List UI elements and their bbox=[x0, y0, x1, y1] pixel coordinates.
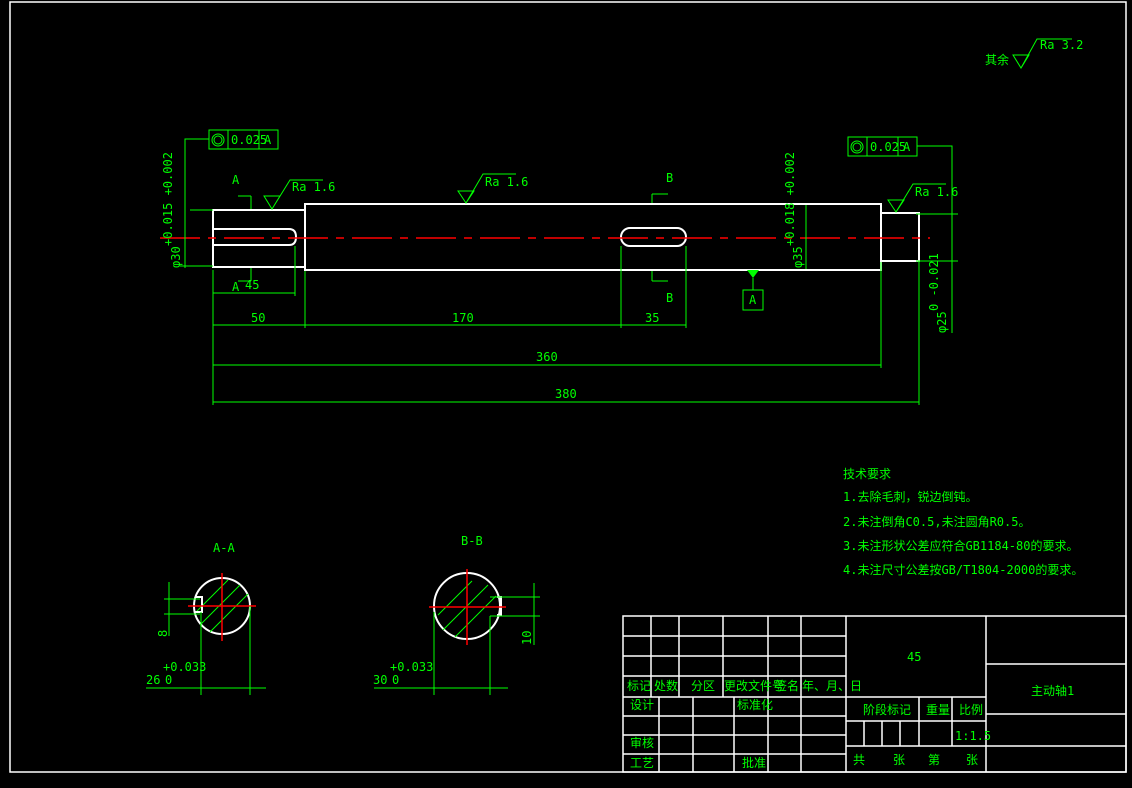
svg-text:50: 50 bbox=[251, 311, 265, 325]
svg-text:签名: 签名 bbox=[775, 678, 799, 693]
svg-text:0.025: 0.025 bbox=[231, 133, 267, 147]
dimensions: 45 50 170 35 360 380 φ30+0.015 +0.002 φ3… bbox=[161, 152, 958, 405]
keyway-b bbox=[620, 227, 687, 247]
svg-text:0.025: 0.025 bbox=[870, 140, 906, 154]
svg-text:年、月、日: 年、月、日 bbox=[802, 679, 862, 693]
svg-text:B: B bbox=[666, 291, 673, 305]
svg-text:标准化: 标准化 bbox=[737, 698, 773, 712]
svg-text:+0.033: +0.033 bbox=[163, 660, 206, 674]
right-journal bbox=[880, 212, 920, 262]
runout-icon bbox=[850, 140, 864, 154]
svg-text:0 -0.021: 0 -0.021 bbox=[927, 253, 941, 311]
svg-text:+0.018 +0.002: +0.018 +0.002 bbox=[783, 152, 797, 246]
svg-text:380: 380 bbox=[555, 387, 577, 401]
svg-text:1:1.5: 1:1.5 bbox=[955, 729, 991, 743]
svg-text:3.未注形状公差应符合GB1184-80的要求。: 3.未注形状公差应符合GB1184-80的要求。 bbox=[843, 538, 1078, 553]
svg-text:A: A bbox=[232, 280, 240, 294]
svg-text:0: 0 bbox=[165, 673, 172, 687]
technical-requirements: 技术要求 1.去除毛刺，锐边倒钝。 2.未注倒角C0.5,未注圆角R0.5。 3… bbox=[843, 467, 1083, 577]
svg-text:Ra 1.6: Ra 1.6 bbox=[292, 180, 335, 194]
svg-text:φ25: φ25 bbox=[935, 311, 949, 333]
svg-text:更改文件号: 更改文件号 bbox=[724, 678, 784, 693]
section-b-b: B-B 10 30 +0.033 0 bbox=[373, 534, 540, 695]
svg-text:45: 45 bbox=[245, 278, 259, 292]
svg-text:审核: 审核 bbox=[630, 735, 654, 750]
svg-text:360: 360 bbox=[536, 350, 558, 364]
title-block: 标记 处数 分区 更改文件号 签名 年、月、日 设计 标准化 审核 工艺 批准 … bbox=[622, 615, 1127, 773]
drawing-border bbox=[9, 1, 1127, 773]
svg-text:A-A: A-A bbox=[213, 541, 235, 555]
svg-text:标记: 标记 bbox=[627, 679, 651, 693]
svg-text:φ30: φ30 bbox=[169, 246, 183, 268]
svg-text:比例: 比例 bbox=[959, 703, 983, 717]
svg-text:工艺: 工艺 bbox=[630, 756, 654, 770]
svg-text:A: A bbox=[232, 173, 240, 187]
svg-text:26: 26 bbox=[146, 673, 160, 687]
svg-text:B: B bbox=[666, 171, 673, 185]
svg-text:φ35: φ35 bbox=[791, 246, 805, 268]
svg-text:批准: 批准 bbox=[742, 755, 766, 770]
svg-text:4.未注尺寸公差按GB/T1804-2000的要求。: 4.未注尺寸公差按GB/T1804-2000的要求。 bbox=[843, 562, 1083, 577]
roughness-label: 其余 bbox=[985, 52, 1009, 67]
svg-text:主动轴1: 主动轴1 bbox=[1031, 683, 1074, 698]
svg-text:A: A bbox=[264, 133, 272, 147]
svg-text:第: 第 bbox=[928, 753, 940, 767]
section-marks: A A B B A bbox=[232, 171, 764, 311]
svg-text:阶段标记: 阶段标记 bbox=[863, 702, 911, 717]
svg-text:8: 8 bbox=[156, 630, 170, 637]
svg-text:0: 0 bbox=[392, 673, 399, 687]
svg-text:B-B: B-B bbox=[461, 534, 483, 548]
svg-text:2.未注倒角C0.5,未注圆角R0.5。: 2.未注倒角C0.5,未注圆角R0.5。 bbox=[843, 514, 1030, 529]
svg-text:A: A bbox=[903, 140, 911, 154]
svg-text:张: 张 bbox=[966, 753, 978, 767]
roughness-marks: Ra 1.6 Ra 1.6 Ra 1.6 bbox=[263, 173, 958, 213]
runout-frame-left: 0.025 A bbox=[184, 129, 279, 268]
svg-text:Ra 1.6: Ra 1.6 bbox=[485, 175, 528, 189]
svg-text:分区: 分区 bbox=[691, 679, 715, 693]
svg-text:Ra 1.6: Ra 1.6 bbox=[915, 185, 958, 199]
svg-text:+0.015 +0.002: +0.015 +0.002 bbox=[161, 152, 175, 246]
svg-text:A: A bbox=[749, 293, 757, 307]
runout-icon bbox=[211, 133, 225, 147]
svg-text:10: 10 bbox=[520, 631, 534, 645]
svg-text:Ra 3.2: Ra 3.2 bbox=[1040, 38, 1083, 52]
svg-text:处数: 处数 bbox=[654, 678, 678, 693]
roughness-icon bbox=[1012, 38, 1072, 69]
svg-text:30: 30 bbox=[373, 673, 387, 687]
svg-text:35: 35 bbox=[645, 311, 659, 325]
runout-frame-right: 0.025 A bbox=[847, 136, 953, 333]
svg-text:+0.033: +0.033 bbox=[390, 660, 433, 674]
svg-text:45: 45 bbox=[907, 650, 921, 664]
keyway-a bbox=[213, 228, 298, 246]
datum-triangle-icon bbox=[747, 270, 759, 278]
svg-text:170: 170 bbox=[452, 311, 474, 325]
general-roughness: 其余 Ra 3.2 bbox=[985, 38, 1083, 69]
svg-text:张: 张 bbox=[893, 753, 905, 767]
svg-text:重量: 重量 bbox=[926, 703, 950, 717]
svg-text:1.去除毛刺，锐边倒钝。: 1.去除毛刺，锐边倒钝。 bbox=[843, 489, 977, 504]
svg-text:设计: 设计 bbox=[630, 698, 654, 712]
svg-text:共: 共 bbox=[853, 753, 865, 767]
svg-text:技术要求: 技术要求 bbox=[843, 467, 891, 481]
shaft-main-view bbox=[160, 203, 930, 271]
section-a-a: A-A 8 26 +0.033 0 bbox=[146, 541, 266, 695]
